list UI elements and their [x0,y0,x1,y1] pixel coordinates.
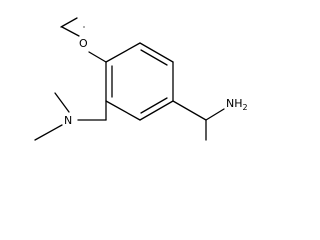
methoxy-methyl-bond [60,17,78,28]
benzene-ring [105,42,174,121]
amine-nh-text: NH [226,97,243,110]
dimethylaminomethyl-group: N [34,92,107,141]
nitrogen-atom-label: N [64,114,72,127]
ring-bond-1 [139,42,174,63]
oxygen-to-methyl-bond [61,26,80,37]
oxygen-atom-label: O [79,37,88,50]
ring-double-bond-2 [140,97,168,114]
methoxy-ring-bond [88,51,107,63]
ring-to-ch-bond [172,100,207,121]
methoxy-group: O [60,17,107,63]
nitrogen-methyl-down-bond [34,124,63,141]
amine-subscript-text: 2 [243,103,248,112]
chemical-structure-diagram: O N NH2 [34,17,248,141]
ring-double-bond-1 [140,49,168,66]
ch-to-amine-bond [205,108,225,121]
ring-bond-4 [105,100,141,121]
ring-bond-3 [139,100,174,121]
nitrogen-methyl-up-bond [54,92,70,113]
ring-bond-6 [105,42,141,63]
amine-atom-label: NH2 [226,97,248,112]
aminoethyl-group: NH2 [172,97,248,141]
